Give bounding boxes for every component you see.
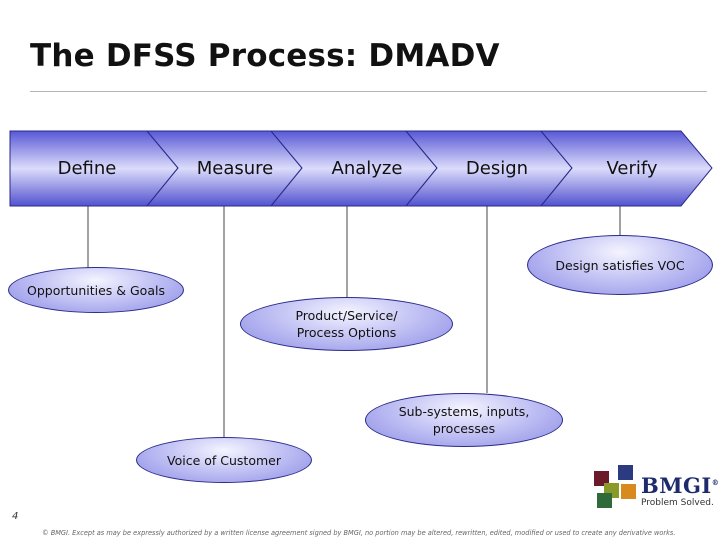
- stage-label-measure: Measure: [196, 158, 274, 179]
- logo-name: BMGI: [641, 473, 712, 498]
- deliverable-text: Design satisfies VOC: [555, 257, 685, 273]
- deliverable-text: Opportunities & Goals: [27, 282, 165, 298]
- stage-label-design: Design: [465, 158, 529, 179]
- deliverable-text-line1: Product/Service/: [295, 308, 398, 323]
- title-divider: [30, 91, 707, 92]
- deliverable-subsystems: Sub-systems, inputs, processes: [365, 393, 563, 447]
- deliverable-text-line2: Process Options: [296, 325, 397, 340]
- deliverable-process-options: Product/Service/ Process Options: [240, 297, 453, 351]
- logo-square: [618, 465, 633, 480]
- logo-square: [621, 484, 636, 499]
- deliverable-opportunities-goals: Opportunities & Goals: [8, 267, 184, 313]
- stage-label-verify: Verify: [606, 158, 658, 179]
- deliverable-text: Voice of Customer: [167, 452, 281, 468]
- deliverable-text-line1: Sub-systems, inputs,: [398, 404, 530, 419]
- logo-square: [594, 471, 609, 486]
- copyright-notice: © BMGI. Except as may be expressly autho…: [42, 529, 676, 537]
- stage-label-analyze: Analyze: [331, 158, 403, 179]
- bmgi-logo: BMGI® Problem Solved.: [594, 463, 719, 513]
- logo-square: [597, 493, 612, 508]
- chevron-verify: [539, 130, 713, 207]
- logo-registered-mark: ®: [711, 478, 720, 487]
- stage-label-define: Define: [57, 158, 117, 179]
- slide-title: The DFSS Process: DMADV: [30, 38, 500, 74]
- logo-wordmark: BMGI®: [641, 473, 719, 498]
- deliverable-text-line2: processes: [432, 421, 496, 436]
- logo-tagline: Problem Solved.: [641, 498, 714, 508]
- page-number: 4: [12, 511, 19, 522]
- deliverable-voice-of-customer: Voice of Customer: [136, 437, 312, 483]
- deliverable-design-satisfies-voc: Design satisfies VOC: [527, 235, 713, 295]
